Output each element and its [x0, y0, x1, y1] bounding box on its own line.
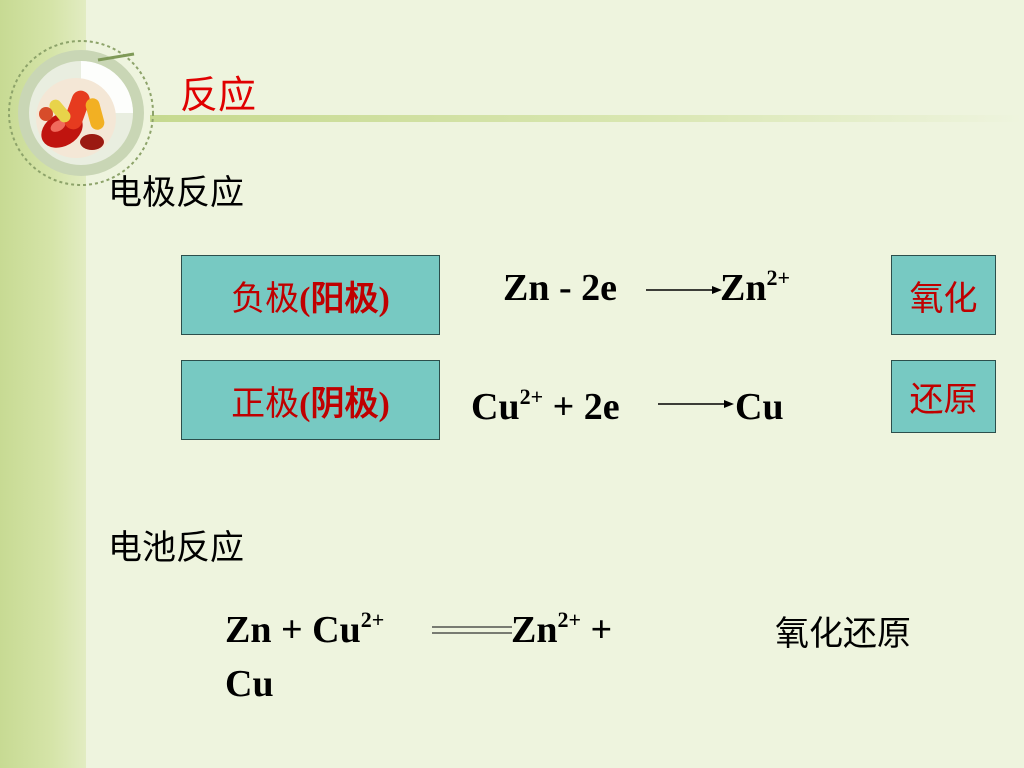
reduction-box: 还原 [891, 360, 996, 433]
cathode-equation-left: Cu2+ + 2e [471, 385, 620, 429]
title-divider [150, 115, 1024, 122]
anode-equation-left: Zn - 2e [503, 266, 617, 310]
cell-reactants: Zn + Cu [225, 609, 361, 651]
cathode-reactant: Cu [471, 386, 520, 428]
anode-label-cn: 负极 [231, 278, 300, 319]
reaction-arrow-icon [646, 286, 722, 294]
cathode-reactant-charge: 2+ [519, 384, 544, 409]
reaction-arrow-icon [658, 400, 734, 408]
reduction-label: 还原 [909, 380, 978, 420]
pills-logo-icon [8, 40, 154, 186]
oxidation-box: 氧化 [891, 255, 996, 335]
anode-electrons: - 2e [549, 267, 618, 309]
section-heading-cell: 电池反应 [108, 528, 244, 568]
cell-product-charge: 2+ [557, 607, 582, 632]
cathode-label-paren: (阴极) [299, 385, 390, 423]
anode-label-box: 负极(阳极) [181, 255, 440, 335]
cathode-equation-right: Cu [735, 385, 784, 429]
cell-equation-right: Zn2+ + [511, 608, 612, 652]
cell-equation-line2: Cu [225, 663, 274, 705]
oxidation-label: 氧化 [909, 278, 978, 319]
cathode-label-box: 正极(阴极) [181, 360, 440, 440]
anode-reactant: Zn [503, 267, 550, 309]
cell-product: Zn [511, 609, 558, 651]
equals-sign-icon [432, 626, 512, 634]
page-title: 反应 [180, 73, 257, 117]
cell-reactant-charge: 2+ [360, 607, 385, 632]
cell-plus: + [581, 609, 613, 651]
anode-product-charge: 2+ [766, 265, 791, 290]
cathode-label-cn: 正极 [231, 383, 300, 424]
anode-equation-right: Zn2+ [720, 266, 790, 310]
cathode-product: Cu [735, 386, 784, 428]
cell-reaction-type: 氧化还原 [775, 614, 911, 654]
cathode-electrons: + 2e [543, 386, 620, 428]
anode-product: Zn [720, 267, 767, 309]
anode-label-paren: (阳极) [299, 280, 390, 318]
section-heading-electrode: 电极反应 [108, 173, 244, 213]
cell-equation-left: Zn + Cu2+ [225, 608, 384, 652]
